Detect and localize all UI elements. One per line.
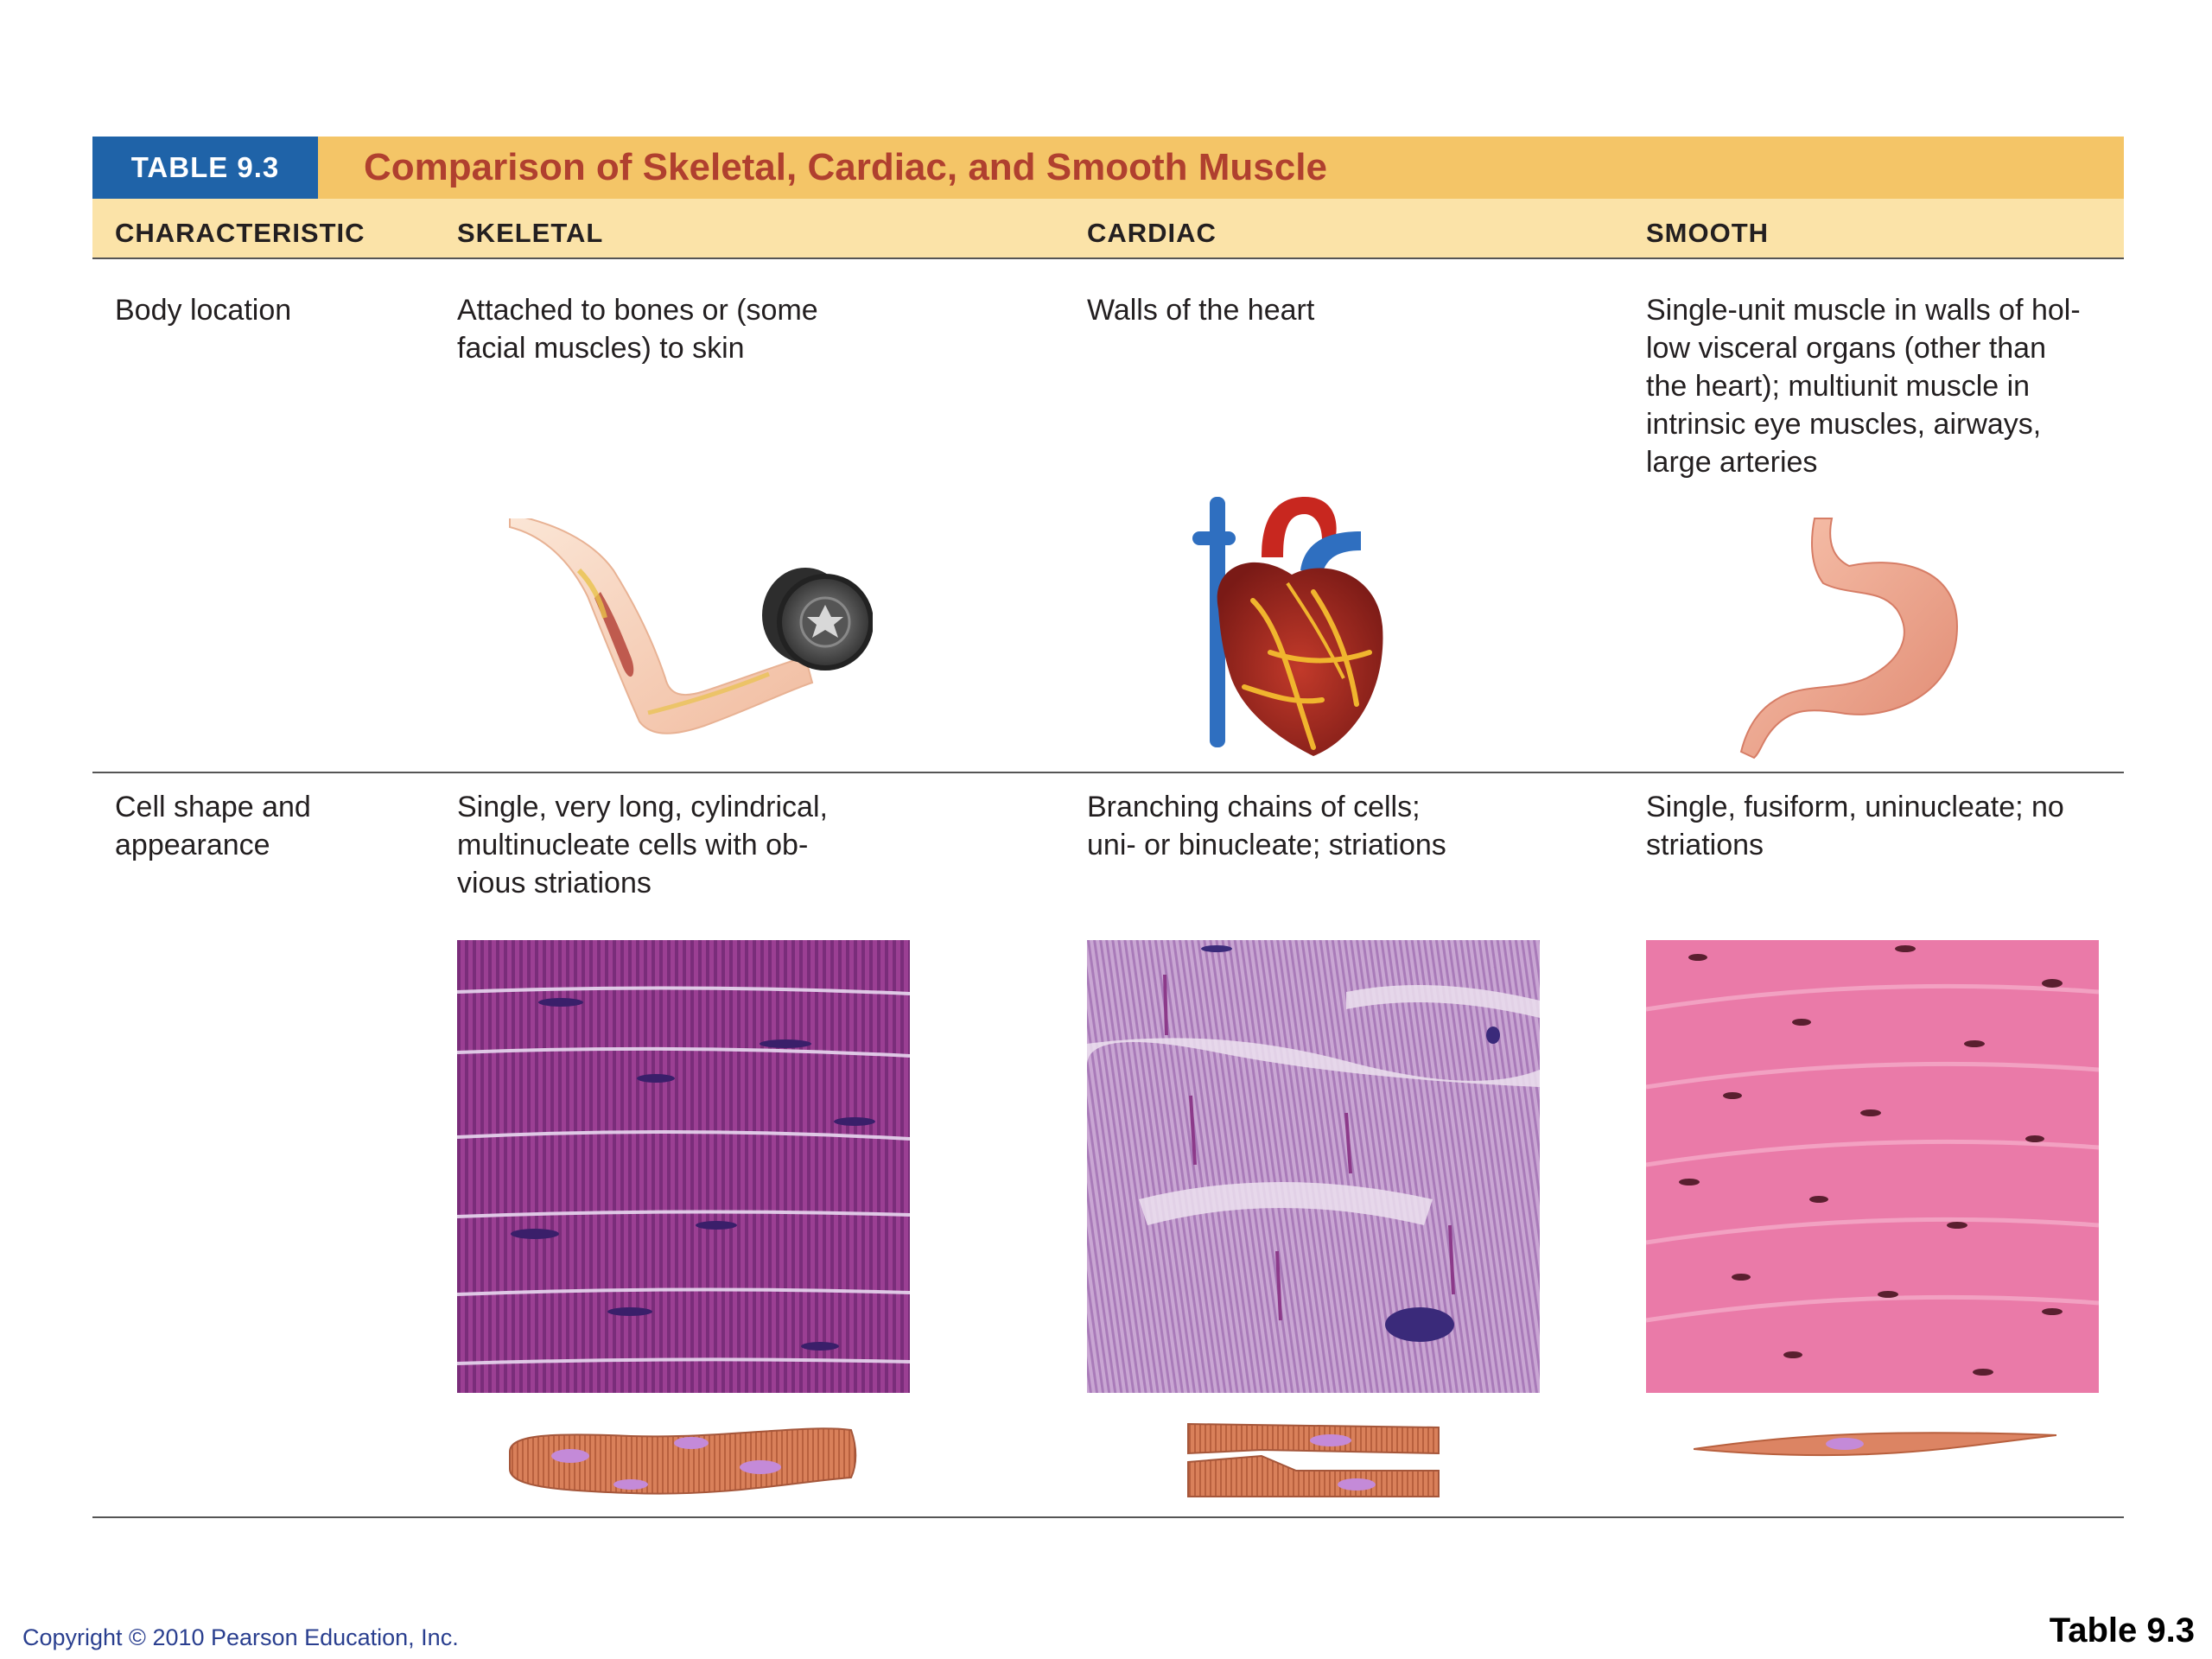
table-number-tag: TABLE 9.3 xyxy=(92,137,318,199)
column-header-cardiac: CARDIAC xyxy=(1087,218,1217,248)
heart-illustration xyxy=(1192,497,1383,756)
smooth-muscle-micrograph xyxy=(1646,940,2099,1393)
header-divider xyxy=(92,257,2124,259)
row-cell-shape-cardiac: Branching chains of cells; uni- or binuc… xyxy=(1087,791,1446,861)
row-cell-shape-skeletal: Single, very long, cylindrical, multinuc… xyxy=(457,791,828,899)
skeletal-muscle-micrograph xyxy=(457,940,910,1393)
column-header-characteristic: CHARACTERISTIC xyxy=(115,218,365,248)
column-header-row xyxy=(92,199,2124,257)
table-bottom-rule xyxy=(92,1516,2124,1518)
column-header-smooth: SMOOTH xyxy=(1646,218,1770,248)
row-body-location-cardiac: Walls of the heart xyxy=(1087,294,1315,327)
smooth-muscle-cell-drawing xyxy=(1694,1432,2056,1457)
table-tag-text: TABLE 9.3 xyxy=(130,151,280,183)
table-title-bar: Comparison of Skeletal, Cardiac, and Smo… xyxy=(318,137,2124,199)
table-title: Comparison of Skeletal, Cardiac, and Smo… xyxy=(364,146,1327,188)
row-divider xyxy=(92,772,2124,773)
row-body-location-label: Body location xyxy=(115,294,292,327)
cardiac-muscle-micrograph xyxy=(1087,940,1540,1393)
flexed-arm-with-dumbbell-illustration xyxy=(509,518,873,734)
row-cell-shape-label: Cell shape and appearance xyxy=(115,791,311,861)
row-body-location-smooth: Single-unit muscle in walls of hol- low … xyxy=(1646,294,2081,479)
stomach-illustration xyxy=(1739,518,1959,760)
row-body-location-skeletal: Attached to bones or (some facial muscle… xyxy=(457,294,818,365)
table-label: Table 9.3 xyxy=(2049,1611,2195,1649)
row-cell-shape-smooth: Single, fusiform, uninucleate; no striat… xyxy=(1646,791,2064,861)
copyright-notice: Copyright © 2010 Pearson Education, Inc. xyxy=(22,1624,459,1650)
cardiac-muscle-cells-drawing xyxy=(1187,1422,1440,1497)
column-header-skeletal: SKELETAL xyxy=(457,218,604,248)
skeletal-muscle-cell-drawing xyxy=(509,1427,857,1495)
